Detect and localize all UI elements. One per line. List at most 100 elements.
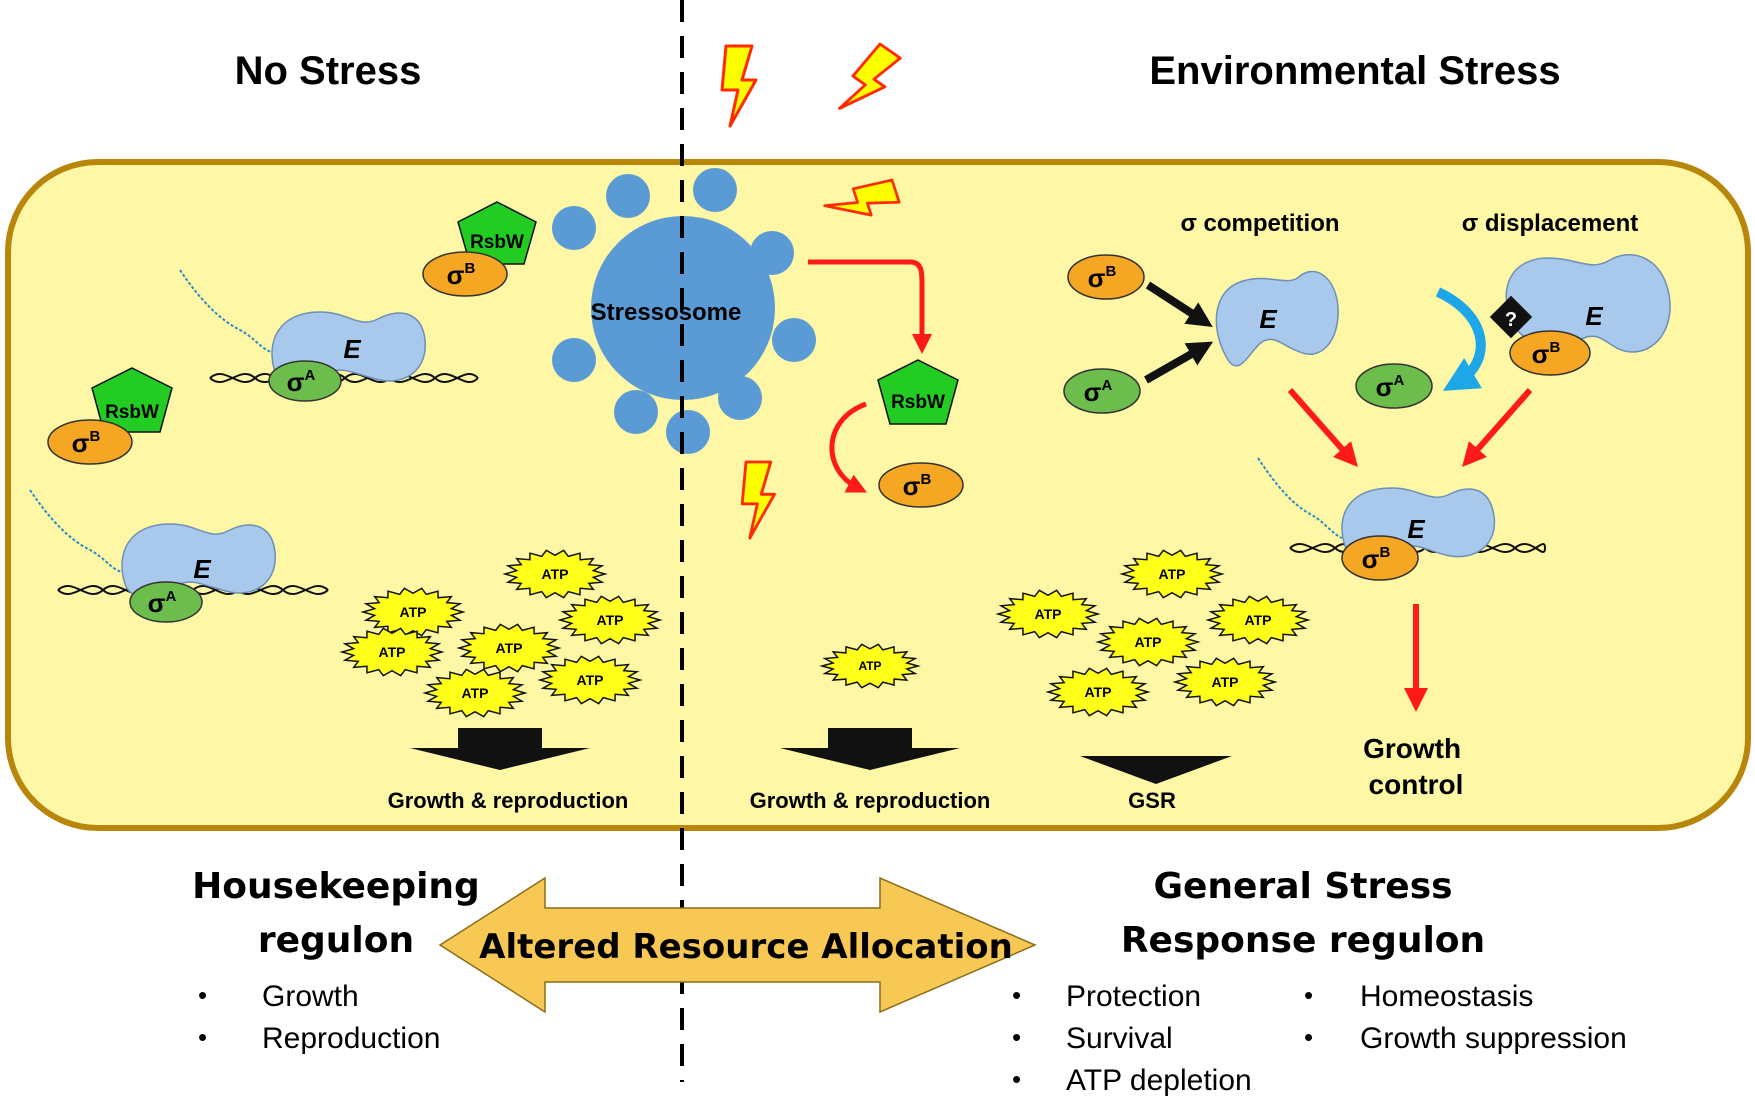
sigma-a-competitor: σA <box>1063 368 1141 414</box>
housekeeping-item-growth: Growth <box>262 980 359 1013</box>
svg-text:σB: σB <box>903 471 932 501</box>
growth-reproduction-left: Growth & reproduction <box>388 788 629 813</box>
gsr-item-homeostasis: Homeostasis <box>1360 980 1533 1013</box>
atp-label: ATP <box>1159 566 1186 582</box>
lightning-bolt-icon <box>720 44 758 128</box>
atp-label: ATP <box>542 566 569 582</box>
atp-molecule <box>1205 595 1311 645</box>
blue-arrow-sigma-a-displaced <box>1435 287 1486 391</box>
enzyme-label: E <box>1259 304 1277 334</box>
sigma-a-displaced: σA <box>1355 363 1433 409</box>
atp-label: ATP <box>858 659 881 673</box>
sigma-b-bound-displacement: σB <box>1509 330 1591 376</box>
atp-cluster-left: ATP ATP ATP ATP ATP ATP ATP <box>339 549 663 718</box>
gsr-label: GSR <box>1128 788 1176 813</box>
atp-label: ATP <box>379 644 406 660</box>
altered-resource-allocation-arrow <box>438 876 1037 1014</box>
atp-molecule <box>339 627 445 677</box>
svg-text:?: ? <box>1505 309 1517 331</box>
atp-molecule <box>502 549 608 599</box>
atp-molecule <box>995 589 1101 639</box>
atp-cluster-middle: ATP <box>819 643 921 689</box>
gsr-item-survival: Survival <box>1066 1022 1173 1055</box>
atp-molecule <box>360 587 466 637</box>
atp-molecule <box>1119 549 1225 599</box>
housekeeping-title-2: regulon <box>258 920 414 961</box>
housekeeping-item-reproduction: Reproduction <box>262 1022 440 1055</box>
growth-control-label: Growth control <box>1363 733 1469 800</box>
rna-polymerase-sigma-a-holoenzyme: E σA <box>179 269 479 402</box>
atp-molecule <box>557 595 663 645</box>
svg-text:σB: σB <box>1088 263 1117 293</box>
atp-molecule <box>422 668 528 718</box>
atp-molecule <box>1172 657 1278 707</box>
atp-molecule <box>456 623 562 673</box>
svg-text:σB: σB <box>72 428 101 458</box>
svg-text:σA: σA <box>148 588 177 618</box>
atp-label: ATP <box>1035 606 1062 622</box>
down-arrow-gsr <box>1080 756 1232 784</box>
core-enzyme-e-displacement <box>1505 254 1671 353</box>
bullet-icon: • <box>1012 980 1021 1010</box>
atp-molecule <box>1045 667 1151 717</box>
gsr-title: General Stress <box>1153 866 1452 907</box>
core-enzyme-e <box>1215 270 1339 367</box>
red-arrow-displacement-to-holoenzyme <box>1462 388 1533 467</box>
red-arrow-stressosome-to-rsbw <box>808 259 932 354</box>
atp-label: ATP <box>496 640 523 656</box>
atp-molecule <box>819 643 921 689</box>
bullet-icon: • <box>1012 1022 1021 1052</box>
svg-text:σA: σA <box>287 367 316 397</box>
gsr-title-2: Response regulon <box>1121 920 1485 961</box>
header-environmental-stress: Environmental Stress <box>1149 49 1560 93</box>
atp-cluster-right: ATP ATP ATP ATP ATP ATP <box>995 549 1311 717</box>
svg-text:RsbW: RsbW <box>891 392 945 413</box>
sigma-b-competitor: σB <box>1067 254 1145 300</box>
svg-text:σB: σB <box>1532 339 1561 369</box>
unknown-factor-icon: ? <box>1489 295 1533 339</box>
growth-reproduction-middle: Growth & reproduction <box>750 788 991 813</box>
atp-label: ATP <box>462 685 489 701</box>
svg-text:RsbW: RsbW <box>105 402 159 423</box>
sigma-b-free: σB <box>878 462 964 508</box>
black-arrow-sigma-b-to-e <box>1145 281 1213 327</box>
svg-text:σA: σA <box>1084 377 1113 407</box>
gsr-item-growth-suppression: Growth suppression <box>1360 1022 1627 1055</box>
atp-label: ATP <box>577 672 604 688</box>
svg-text:σB: σB <box>447 260 476 290</box>
gsr-item-atp-depletion: ATP depletion <box>1066 1064 1252 1097</box>
lightning-bolt-icon <box>831 40 905 125</box>
atp-label: ATP <box>1085 684 1112 700</box>
svg-text:RsbW: RsbW <box>470 232 524 253</box>
down-arrow-left <box>410 728 590 770</box>
atp-label: ATP <box>597 612 624 628</box>
enzyme-label: E <box>1585 301 1603 331</box>
rna-polymerase-sigma-a-holoenzyme: E σA <box>29 489 329 623</box>
svg-text:σB: σB <box>1362 544 1391 574</box>
rsbw-sigma-b-complex: RsbW σB <box>47 367 173 465</box>
atp-label: ATP <box>1212 674 1239 690</box>
bullet-icon: • <box>1304 980 1313 1010</box>
red-arrow-competition-to-holoenzyme <box>1287 388 1358 467</box>
svg-text:E: E <box>1407 514 1425 544</box>
bullet-icon: • <box>198 1022 207 1052</box>
rsbw-sigma-b-complex: RsbW σB <box>422 201 537 297</box>
header-no-stress: No Stress <box>235 49 422 93</box>
bullet-icon: • <box>1304 1022 1313 1052</box>
bullet-icon: • <box>1012 1064 1021 1094</box>
red-arrow-release-sigma-b <box>829 401 867 493</box>
atp-molecule <box>1095 617 1201 667</box>
sigma-displacement-label: σ displacement <box>1462 210 1638 237</box>
rsbw-free: RsbW <box>877 359 959 425</box>
svg-text:E: E <box>193 554 211 584</box>
atp-label: ATP <box>1245 612 1272 628</box>
housekeeping-title: Housekeeping <box>192 866 480 907</box>
atp-label: ATP <box>400 604 427 620</box>
down-arrow-middle <box>780 728 960 770</box>
stressosome-label: Stressosome <box>591 299 742 326</box>
svg-text:σA: σA <box>1376 372 1405 402</box>
atp-label: ATP <box>1135 634 1162 650</box>
altered-resource-allocation-label: Altered Resource Allocation <box>479 927 1013 967</box>
bullet-icon: • <box>198 980 207 1010</box>
